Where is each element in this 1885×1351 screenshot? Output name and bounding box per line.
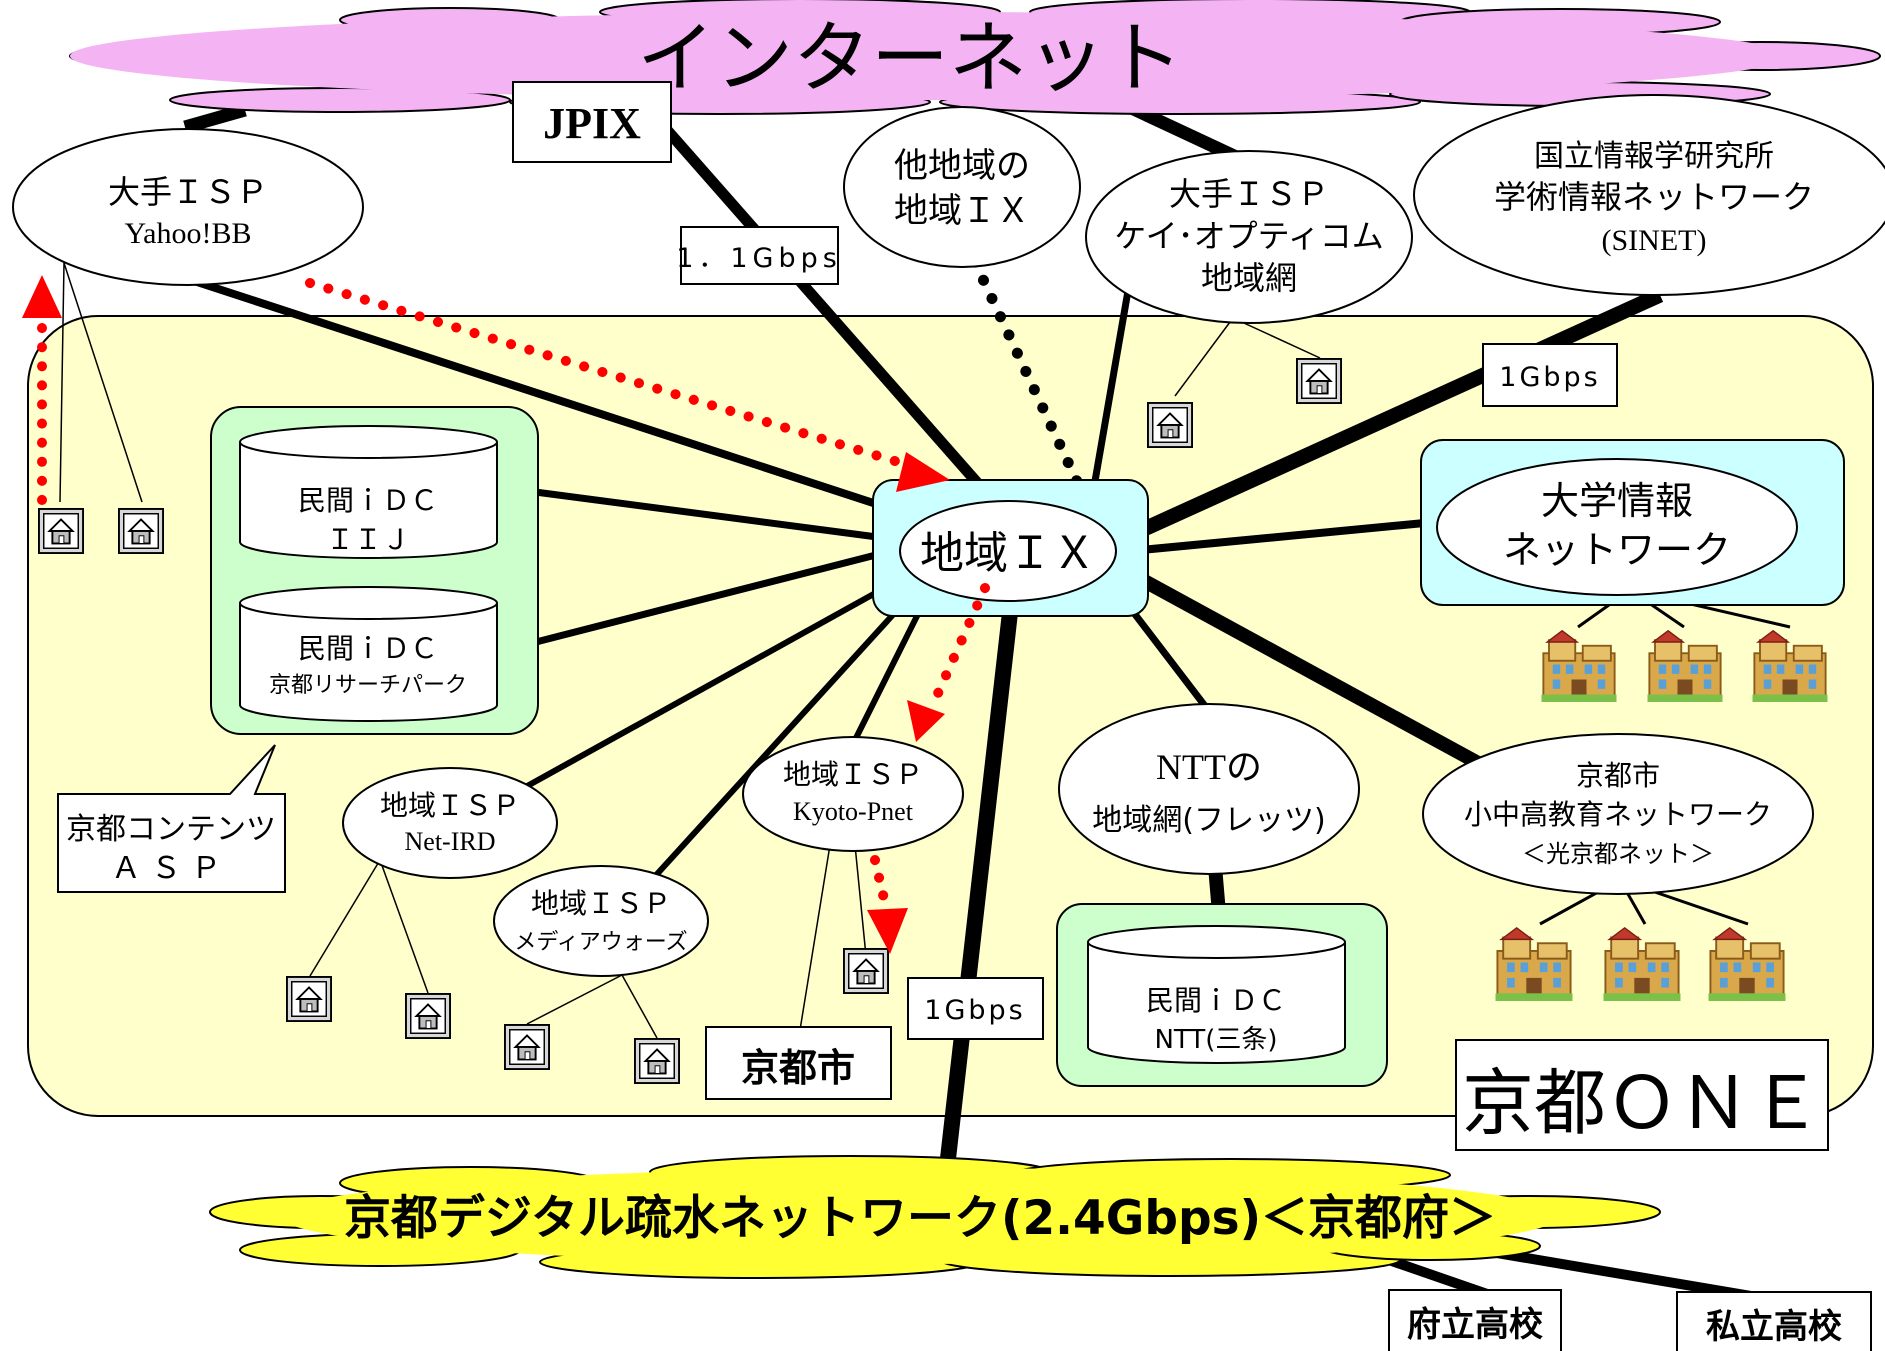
- kyoto-city-label: 京都市: [741, 1046, 855, 1090]
- idc-ntt-label-2: NTT(三条): [1154, 1025, 1277, 1055]
- link-label-1gbps-down-box: [907, 977, 1044, 1040]
- idc-iij-label-1: 民間ｉＤＣ: [298, 484, 438, 517]
- isp-media-node: [493, 865, 709, 977]
- jpix-box: [512, 81, 672, 163]
- house-icon: [405, 993, 451, 1039]
- red-arrow-ix-to-kyotopnet: [930, 583, 990, 705]
- contents-label-2: ＡＳＰ: [111, 851, 231, 886]
- house-icon: [286, 976, 332, 1022]
- kyoto-city-box: [705, 1026, 892, 1100]
- traffic-arrows: [22, 275, 990, 954]
- link-label-1gbps-down: 1Gbps: [924, 995, 1025, 1026]
- idc-ntt-label-1: 民間ｉＤＣ: [1146, 984, 1286, 1017]
- house-icon: [504, 1024, 550, 1070]
- isp-media-label-1: 地域ＩＳＰ: [531, 887, 671, 920]
- isp-yahoo-label-1: 大手ＩＳＰ: [108, 173, 268, 211]
- internet-label: インターネット: [637, 14, 1183, 104]
- univ-net-node: [1436, 458, 1798, 596]
- link-label-1gbps-sinet: 1Gbps: [1499, 362, 1600, 393]
- fu-school-label: 府立高校: [1407, 1305, 1543, 1345]
- isp-opticom-label-3: 地域網: [1201, 259, 1297, 297]
- kyoto-one-label: 京都ＯＮＥ: [1462, 1061, 1822, 1145]
- sosui-label: 京都デジタル疏水ネットワーク(2.4Gbps)＜京都府＞: [344, 1191, 1496, 1246]
- sinet-node: [1413, 94, 1885, 296]
- other-ix-label-1: 他地域の: [894, 146, 1030, 186]
- other-ix-label-2: 地域ＩＸ: [894, 191, 1030, 231]
- contents-callout-box: [57, 744, 286, 893]
- idc-iij-label-2: ＩＩＪ: [326, 523, 410, 556]
- ntt-net-label-1: NTTの: [1156, 747, 1262, 787]
- isp-yahoo-label-2: Yahoo!BB: [125, 217, 252, 250]
- sinet-label-2: 学術情報ネットワーク: [1494, 178, 1814, 216]
- school-net-label-2: 小中高教育ネットワーク: [1464, 798, 1772, 831]
- house-icon: [634, 1038, 680, 1084]
- red-arrowhead: [22, 275, 62, 318]
- contents-label-1: 京都コンテンツ: [66, 812, 276, 847]
- school-net-label-1: 京都市: [1576, 759, 1660, 792]
- isp-opticom-label-1: 大手ＩＳＰ: [1169, 175, 1329, 213]
- house-icon: [843, 948, 889, 994]
- jpix-label: JPIX: [543, 99, 641, 148]
- internet-cloud: インターネット: [69, 0, 1881, 115]
- link-label-1-1gbps-box: [680, 226, 839, 285]
- ix-node: [899, 500, 1117, 602]
- dotted-link-other-ix: [969, 256, 1086, 494]
- house-icon: [118, 508, 164, 554]
- sinet-label-3: (SINET): [1602, 224, 1707, 257]
- house-icon: [38, 508, 84, 554]
- idc-iij-cylinder: [239, 425, 498, 559]
- school-net-label-3: ＜光京都ネット＞: [1522, 840, 1714, 868]
- isp-yahoo-node: [12, 128, 364, 286]
- univ-net-label-2: ネットワーク: [1503, 528, 1731, 572]
- sinet-label-1: 国立情報学研究所: [1534, 139, 1774, 174]
- link-label-1-1gbps: 1．1Gbps: [676, 243, 842, 274]
- sosui-cloud: 京都デジタル疏水ネットワーク(2.4Gbps)＜京都府＞: [209, 1155, 1661, 1279]
- ntt-net-node: [1058, 703, 1360, 875]
- house-icon: [1147, 402, 1193, 448]
- isp-netird-label-1: 地域ＩＳＰ: [380, 789, 520, 822]
- isp-netird-node: [342, 767, 558, 879]
- isp-kyotopnet-node: [742, 736, 964, 852]
- red-arrowhead: [896, 452, 950, 492]
- idc-krp-label-2: 京都リサーチパーク: [269, 673, 467, 698]
- ntt-net-label-2: 地域網(フレッツ): [1092, 803, 1325, 838]
- isp-kyotopnet-label-1: 地域ＩＳＰ: [783, 758, 923, 791]
- private-school-label: 私立高校: [1706, 1307, 1842, 1347]
- univ-net-label-1: 大学情報: [1541, 479, 1693, 523]
- connection-lines: [59, 99, 1791, 1305]
- idc-krp-cylinder: [239, 586, 498, 722]
- idc-ntt-cylinder: [1087, 925, 1346, 1064]
- red-arrowhead: [867, 908, 908, 954]
- ix-label: 地域ＩＸ: [920, 528, 1096, 579]
- house-icon: [1296, 358, 1342, 404]
- other-ix-node: [843, 106, 1081, 268]
- link-label-1gbps-sinet-box: [1482, 343, 1618, 407]
- school-net-node: [1422, 733, 1814, 895]
- idc-krp-label-1: 民間ｉＤＣ: [298, 632, 438, 665]
- kyoto-one-box: [1455, 1039, 1829, 1151]
- red-arrowhead: [907, 700, 945, 742]
- private-school-box: [1676, 1291, 1872, 1351]
- isp-kyotopnet-label-2: Kyoto-Pnet: [793, 797, 914, 826]
- isp-media-label-2: メディアウォーズ: [514, 930, 687, 955]
- isp-netird-label-2: Net-IRD: [405, 827, 496, 856]
- isp-opticom-label-2: ケイ･オプティコム: [1114, 217, 1383, 255]
- isp-opticom-node: [1085, 150, 1413, 324]
- fu-school-box: [1388, 1289, 1562, 1351]
